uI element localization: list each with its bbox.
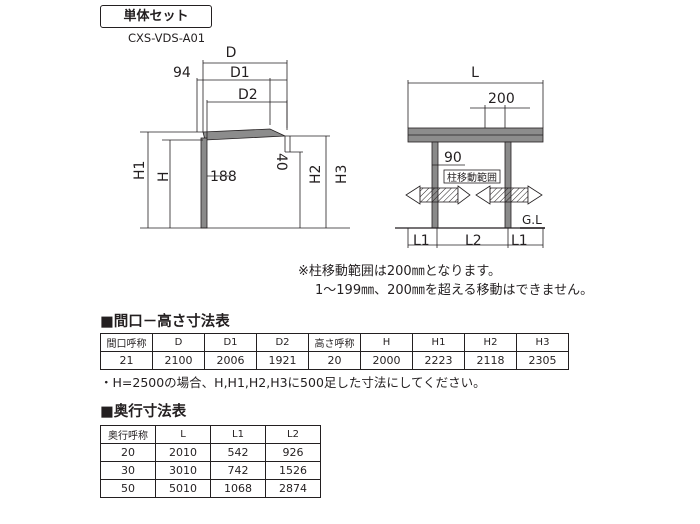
height-table: 間口呼称 D D1 D2 高さ呼称 H H1 H2 H3 21 2100 200…: [100, 333, 569, 370]
table-cell: 20: [100, 443, 156, 462]
table-cell: 1921: [256, 351, 309, 370]
header-cell: D1: [204, 333, 257, 352]
label-D2: D2: [238, 87, 258, 103]
header-cell: H: [360, 333, 413, 352]
label-L1-left: L1: [413, 233, 430, 249]
label-D: D: [226, 45, 237, 61]
table-cell: 30: [100, 461, 156, 480]
set-badge: 単体セット: [100, 5, 212, 28]
table-cell: 926: [265, 443, 321, 462]
label-90: 90: [444, 150, 462, 166]
label-H2: H2: [308, 165, 324, 184]
table-cell: 50: [100, 479, 156, 498]
header-cell: 奥行呼称: [100, 425, 156, 444]
note-line-2: 1～199㎜、200㎜を超える移動はできません。: [315, 283, 594, 298]
header-cell: L2: [265, 425, 321, 444]
range-label: 柱移動範囲: [447, 171, 497, 184]
table-cell: 2223: [412, 351, 465, 370]
table-cell: 21: [100, 351, 153, 370]
table-row: 30 3010 742 1526: [100, 461, 321, 480]
table-cell: 2305: [516, 351, 569, 370]
label-H1: H1: [132, 161, 148, 180]
table-row: 20 2010 542 926: [100, 443, 321, 462]
table-cell: 2006: [204, 351, 257, 370]
header-cell: 高さ呼称: [308, 333, 361, 352]
note-line-1: ※柱移動範囲は200㎜となります。: [298, 264, 502, 279]
label-L1-right: L1: [511, 233, 528, 249]
table1-title: ■間口－高さ寸法表: [100, 314, 230, 330]
table-cell: 3010: [155, 461, 211, 480]
table-cell: 1526: [265, 461, 321, 480]
header-cell: D2: [256, 333, 309, 352]
table-cell: 1068: [210, 479, 266, 498]
label-L2: L2: [465, 233, 482, 249]
front-post-left: [431, 141, 439, 229]
table-cell: 542: [210, 443, 266, 462]
label-H3: H3: [334, 165, 350, 184]
side-roof: [202, 128, 286, 141]
table-cell: 2010: [155, 443, 211, 462]
table-header-row: 間口呼称 D D1 D2 高さ呼称 H H1 H2 H3: [100, 333, 569, 352]
table-row: 50 5010 1068 2874: [100, 479, 321, 498]
header-cell: H1: [412, 333, 465, 352]
move-arrow-left: [405, 185, 421, 205]
header-cell: H3: [516, 333, 569, 352]
table-cell: 742: [210, 461, 266, 480]
hatch-right: [489, 187, 529, 203]
table-header-row: 奥行呼称 L L1 L2: [100, 425, 321, 444]
label-188: 188: [210, 169, 237, 185]
table-row: 21 2100 2006 1921 20 2000 2223 2118 2305: [100, 351, 569, 370]
front-post-right: [504, 141, 512, 229]
table-cell: 2874: [265, 479, 321, 498]
table-cell: 20: [308, 351, 361, 370]
depth-table: 奥行呼称 L L1 L2 20 2010 542 926 30 3010 742…: [100, 425, 321, 498]
header-cell: 間口呼称: [100, 333, 153, 352]
header-cell: L1: [210, 425, 266, 444]
header-cell: L: [155, 425, 211, 444]
ground-label: G.L: [522, 213, 542, 227]
label-H: H: [156, 171, 172, 182]
table-cell: 2100: [152, 351, 205, 370]
h-note: ・H=2500の場合、H,H1,H2,H3に500足した寸法にしてください。: [100, 375, 486, 390]
table2-title: ■奥行寸法表: [100, 404, 187, 420]
model-number: CXS-VDS-A01: [128, 31, 206, 45]
header-cell: D: [152, 333, 205, 352]
label-L: L: [471, 65, 479, 81]
side-post: [200, 137, 208, 229]
header-cell: H2: [464, 333, 517, 352]
label-200: 200: [488, 91, 515, 107]
label-94: 94: [173, 65, 191, 81]
table-cell: 2000: [360, 351, 413, 370]
label-40: 40: [273, 153, 289, 171]
label-D1: D1: [230, 65, 250, 81]
table-cell: 2118: [464, 351, 517, 370]
move-arrow-mid: [475, 185, 491, 205]
table-cell: 5010: [155, 479, 211, 498]
hatch-left: [419, 187, 459, 203]
